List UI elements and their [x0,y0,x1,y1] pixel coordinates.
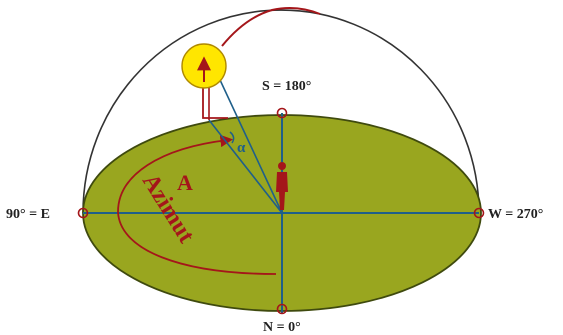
altitude-angle-arc [229,131,235,144]
south-point [276,107,288,119]
person-icon [276,162,288,210]
azimuth-arc [117,134,277,275]
sky-dome-arc [82,9,480,214]
azimuth-label: A [177,170,193,195]
west-point [473,207,485,219]
north-label: N = 0° [263,320,301,335]
south-label: S = 180° [262,79,311,94]
sun-path-arc [221,6,321,47]
north-point [276,303,288,315]
sun-connector [202,88,228,119]
east-label: 90° = E [6,207,50,222]
altitude-angle-label: α [237,140,246,156]
sun-icon [181,43,227,89]
sun-sightline [213,66,283,214]
west-label: W = 270° [488,207,543,222]
east-point [77,207,89,219]
sun-ground-projection [208,119,283,214]
